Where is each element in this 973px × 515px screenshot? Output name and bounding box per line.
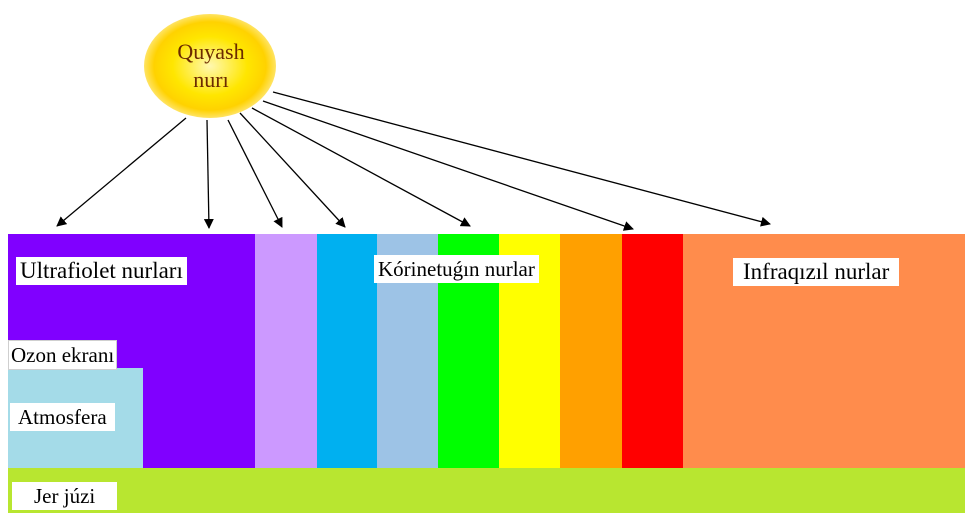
ozone-screen-label: Ozon ekranı	[8, 340, 118, 370]
ground-strip	[8, 468, 965, 513]
infrared-label: Infraqızıl nurlar	[733, 258, 900, 286]
ray-arrow-green	[251, 107, 471, 227]
ground-label: Jer júzi	[12, 482, 118, 510]
visible-light-label: Kórinetuǵın nurlar	[374, 255, 539, 283]
sun-label-line1: Quyash	[177, 39, 245, 64]
band-red	[622, 234, 683, 468]
band-blue	[317, 234, 377, 468]
ray-arrow-red	[262, 100, 634, 231]
ray-arrow-ultraviolet	[56, 117, 187, 227]
ray-arrow-infrared	[272, 91, 771, 227]
sun-label-line2: nurı	[193, 67, 229, 92]
ray-arrow-ultraviolet-2	[203, 119, 214, 229]
sun-label: Quyash nurı	[166, 38, 256, 94]
ray-arrow-blue	[239, 112, 346, 228]
band-orange	[560, 234, 622, 468]
ray-arrow-violet	[227, 119, 283, 228]
atmosphere-label: Atmosfera	[10, 403, 115, 431]
sun-icon	[144, 14, 276, 118]
ultraviolet-label: Ultrafiolet nurları	[16, 257, 187, 285]
band-violet-light	[255, 234, 317, 468]
